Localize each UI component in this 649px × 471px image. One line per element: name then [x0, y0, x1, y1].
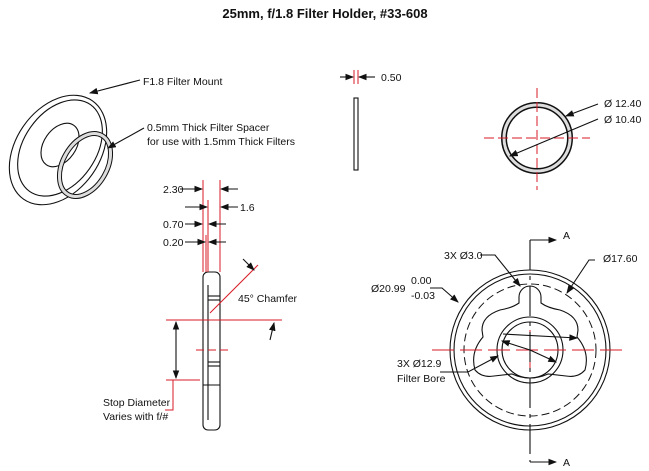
filter-bore-label-line2: Filter Bore [397, 373, 446, 385]
spacer-outer-diameter: Ø 12.40 [604, 98, 642, 110]
spacer-label-line1: 0.5mm Thick Filter Spacer [147, 122, 270, 134]
filter-mount-illustration [8, 94, 108, 206]
stop-diameter-label-line1: Stop Diameter [103, 397, 171, 409]
drawing-title: 25mm, f/1.8 Filter Holder, #33-608 [222, 6, 427, 21]
spacer-front-view: Ø 12.40 Ø 10.40 [484, 88, 642, 190]
dim-1-6: 1.6 [240, 202, 255, 214]
dim-0-70: 0.70 [163, 219, 184, 231]
bolt-circle-diameter: Ø17.60 [603, 253, 638, 265]
iso-view: F1.8 Filter Mount 0.5mm Thick Filter Spa… [8, 76, 295, 206]
section-marker-top: A [563, 230, 570, 242]
outer-diameter-label: Ø20.99 [371, 283, 406, 295]
front-view: A A 3X Ø3.0 Ø17.60 Ø20.99 0.00 -0.03 3X … [371, 230, 638, 469]
section-view: 2.30 1.6 0.70 0.20 45° Chamfer Stop Diam… [103, 180, 298, 431]
spacer-inner-diameter: Ø 10.40 [604, 114, 642, 126]
spacer-label-line2: for use with 1.5mm Thick Filters [147, 136, 295, 148]
slot-diameter-label: 3X Ø3.0 [444, 250, 483, 262]
chamfer-label: 45° Chamfer [238, 293, 298, 305]
filter-mount-label: F1.8 Filter Mount [143, 76, 222, 88]
filter-bore-label-line1: 3X Ø12.9 [397, 358, 442, 370]
dim-0-20: 0.20 [163, 237, 184, 249]
tolerance-upper: 0.00 [411, 275, 432, 287]
stop-diameter-label-line2: Varies with f/# [103, 411, 168, 423]
spacer-thickness-dim: 0.50 [381, 72, 402, 84]
spacer-side-view: 0.50 [340, 70, 402, 171]
tolerance-lower: -0.03 [411, 290, 435, 302]
dim-total-thickness: 2.30 [163, 184, 184, 196]
section-marker-bottom: A [563, 457, 570, 469]
